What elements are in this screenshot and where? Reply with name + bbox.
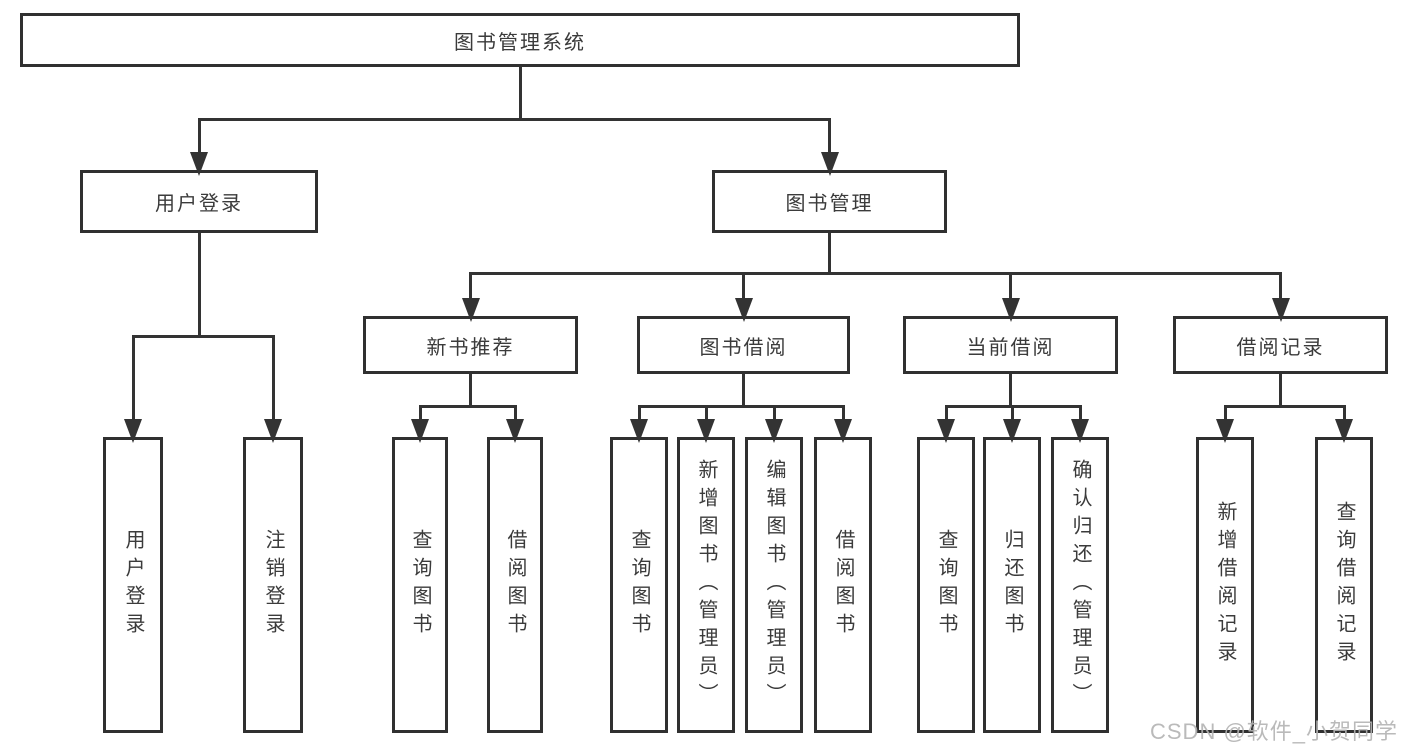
node-label-root: 图书管理系统 xyxy=(454,31,586,54)
arrowhead-book-mgmt xyxy=(820,152,839,176)
node-label-leaf-br-query: 查询借阅记录 xyxy=(1333,501,1355,669)
connector-rail-user-login xyxy=(131,335,275,338)
node-label-user-login: 用户登录 xyxy=(155,193,243,215)
node-leaf-br-add: 新增借阅记录 xyxy=(1196,437,1254,733)
connector-drop-leaf-logout xyxy=(271,335,275,437)
arrowhead-leaf-bw-add xyxy=(697,419,715,443)
connector-rail-bor-records xyxy=(1223,405,1346,408)
node-label-leaf-cb-query: 查询图书 xyxy=(935,529,957,641)
node-label-leaf-cb-conf: 确认归还（管理员） xyxy=(1069,459,1091,711)
node-root: 图书管理系统 xyxy=(20,13,1020,67)
connector-stub-book-mgmt xyxy=(828,233,831,275)
node-label-book-borrow: 图书借阅 xyxy=(699,336,788,359)
arrowhead-book-borrow xyxy=(734,298,753,322)
node-book-mgmt: 图书管理 xyxy=(712,170,947,233)
node-label-leaf-bw-edit: 编辑图书（管理员） xyxy=(763,459,785,711)
arrowhead-leaf-cb-conf xyxy=(1071,419,1089,443)
connector-drop-bor-records xyxy=(1279,272,1282,316)
connector-stub-new-book xyxy=(469,374,472,408)
node-label-leaf-nb-query: 查询图书 xyxy=(409,529,431,641)
arrowhead-leaf-nb-query xyxy=(411,419,429,443)
node-label-book-mgmt: 图书管理 xyxy=(785,193,874,215)
connector-drop-new-book xyxy=(469,272,472,316)
node-label-leaf-br-add: 新增借阅记录 xyxy=(1214,501,1236,669)
arrowhead-leaf-cb-query xyxy=(937,419,955,443)
node-leaf-br-query: 查询借阅记录 xyxy=(1315,437,1373,733)
arrowhead-new-book xyxy=(461,298,480,322)
connector-stub-bor-records xyxy=(1279,374,1282,408)
node-bor-records: 借阅记录 xyxy=(1173,316,1388,374)
connector-drop-book-mgmt xyxy=(828,118,831,170)
arrowhead-leaf-cb-ret xyxy=(1003,419,1021,443)
arrowhead-bor-records xyxy=(1271,298,1290,322)
connector-drop-book-borrow xyxy=(742,272,745,316)
connector-stub-root xyxy=(518,67,522,121)
node-label-new-book: 新书推荐 xyxy=(426,336,515,359)
arrowhead-leaf-br-add xyxy=(1216,419,1234,443)
node-label-leaf-login: 用户登录 xyxy=(122,529,144,641)
node-label-leaf-logout: 注销登录 xyxy=(262,529,284,641)
connector-drop-user-login xyxy=(197,118,201,170)
arrowhead-leaf-br-query xyxy=(1335,419,1353,443)
node-label-leaf-nb-bor: 借阅图书 xyxy=(504,529,526,641)
arrowhead-leaf-bw-bor xyxy=(834,419,852,443)
node-user-login: 用户登录 xyxy=(80,170,318,233)
node-leaf-nb-bor: 借阅图书 xyxy=(487,437,543,733)
node-leaf-login: 用户登录 xyxy=(103,437,163,733)
node-leaf-cb-conf: 确认归还（管理员） xyxy=(1051,437,1109,733)
connector-rail-new-book xyxy=(418,405,517,408)
node-book-borrow: 图书借阅 xyxy=(637,316,850,374)
node-leaf-bw-bor: 借阅图书 xyxy=(814,437,872,733)
arrowhead-leaf-logout xyxy=(264,419,282,443)
node-leaf-nb-query: 查询图书 xyxy=(392,437,448,733)
node-label-bor-records: 借阅记录 xyxy=(1236,336,1325,359)
arrowhead-leaf-bw-edit xyxy=(765,419,783,443)
node-leaf-bw-query: 查询图书 xyxy=(610,437,668,733)
connector-drop-leaf-login xyxy=(131,335,135,437)
node-label-leaf-bw-bor: 借阅图书 xyxy=(832,529,854,641)
node-leaf-logout: 注销登录 xyxy=(243,437,303,733)
node-leaf-bw-edit: 编辑图书（管理员） xyxy=(745,437,803,733)
connector-drop-current-bor xyxy=(1009,272,1012,316)
connector-rail-book-mgmt xyxy=(469,272,1282,275)
arrowhead-user-login xyxy=(190,152,208,176)
node-leaf-bw-add: 新增图书（管理员） xyxy=(677,437,735,733)
csdn-watermark: CSDN @软件_小贺同学 xyxy=(1150,719,1399,744)
arrowhead-leaf-nb-bor xyxy=(506,419,524,443)
node-leaf-cb-query: 查询图书 xyxy=(917,437,975,733)
node-leaf-cb-ret: 归还图书 xyxy=(983,437,1041,733)
arrowhead-current-bor xyxy=(1001,298,1020,322)
arrowhead-leaf-login xyxy=(124,419,142,443)
node-new-book: 新书推荐 xyxy=(363,316,578,374)
connector-stub-book-borrow xyxy=(742,374,745,408)
arrowhead-leaf-bw-query xyxy=(630,419,648,443)
node-label-leaf-bw-query: 查询图书 xyxy=(628,529,650,641)
connector-rail-root xyxy=(197,118,831,121)
connector-stub-user-login xyxy=(197,233,201,338)
connector-stub-current-bor xyxy=(1009,374,1012,408)
connector-rail-book-borrow xyxy=(637,405,845,408)
node-label-current-bor: 当前借阅 xyxy=(966,336,1055,359)
node-current-bor: 当前借阅 xyxy=(903,316,1118,374)
node-label-leaf-bw-add: 新增图书（管理员） xyxy=(695,459,717,711)
node-label-leaf-cb-ret: 归还图书 xyxy=(1001,529,1023,641)
